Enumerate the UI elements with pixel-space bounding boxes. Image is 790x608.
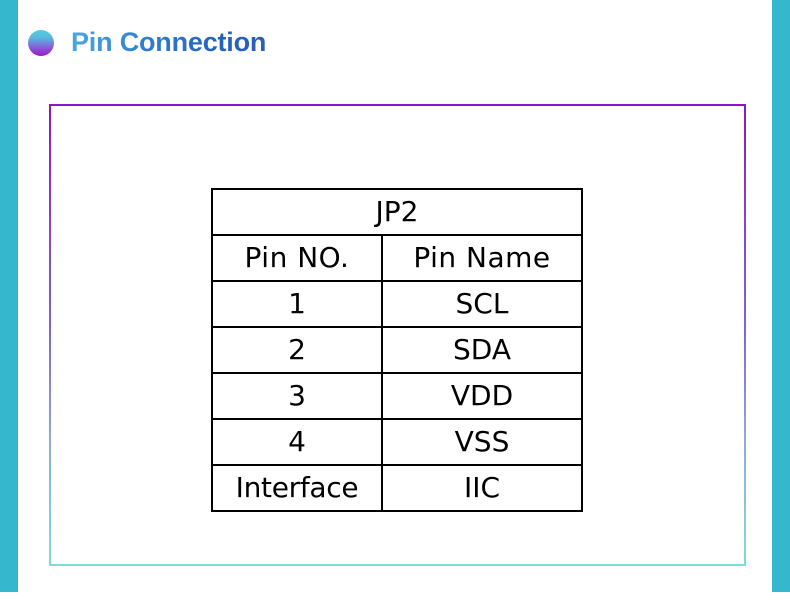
table-row: 2 SDA: [211, 326, 583, 374]
cell-interface-label: Interface: [211, 464, 383, 512]
table-row: 4 VSS: [211, 418, 583, 466]
cell-pin-name: SCL: [381, 280, 583, 328]
table-row-interface: Interface IIC: [211, 464, 583, 512]
content-panel-inner: JP2 Pin NO. Pin Name 1 SCL 2 SDA: [51, 106, 744, 564]
cell-pin-no: 3: [211, 372, 383, 420]
connector-name-cell: JP2: [211, 188, 583, 236]
cell-pin-name: VSS: [381, 418, 583, 466]
cell-pin-no: 4: [211, 418, 383, 466]
content-panel: JP2 Pin NO. Pin Name 1 SCL 2 SDA: [49, 104, 746, 566]
cell-pin-no: 2: [211, 326, 383, 374]
slide-header: Pin Connection: [28, 27, 266, 58]
cell-pin-name: VDD: [381, 372, 583, 420]
pin-connection-table: JP2 Pin NO. Pin Name 1 SCL 2 SDA: [211, 188, 583, 512]
page-title: Pin Connection: [71, 27, 267, 57]
header-pin-no: Pin NO.: [211, 234, 383, 282]
table-row: 3 VDD: [211, 372, 583, 420]
header-pin-name: Pin Name: [381, 234, 583, 282]
table-row-connector-title: JP2: [211, 188, 583, 236]
pin-table-container: JP2 Pin NO. Pin Name 1 SCL 2 SDA: [211, 188, 583, 512]
cell-pin-no: 1: [211, 280, 383, 328]
cell-pin-name: SDA: [381, 326, 583, 374]
right-accent-bar: [772, 0, 790, 592]
left-accent-bar: [0, 0, 18, 592]
table-row: 1 SCL: [211, 280, 583, 328]
cell-interface-value: IIC: [381, 464, 583, 512]
table-row-header: Pin NO. Pin Name: [211, 234, 583, 282]
circle-bullet-icon: [28, 29, 54, 56]
